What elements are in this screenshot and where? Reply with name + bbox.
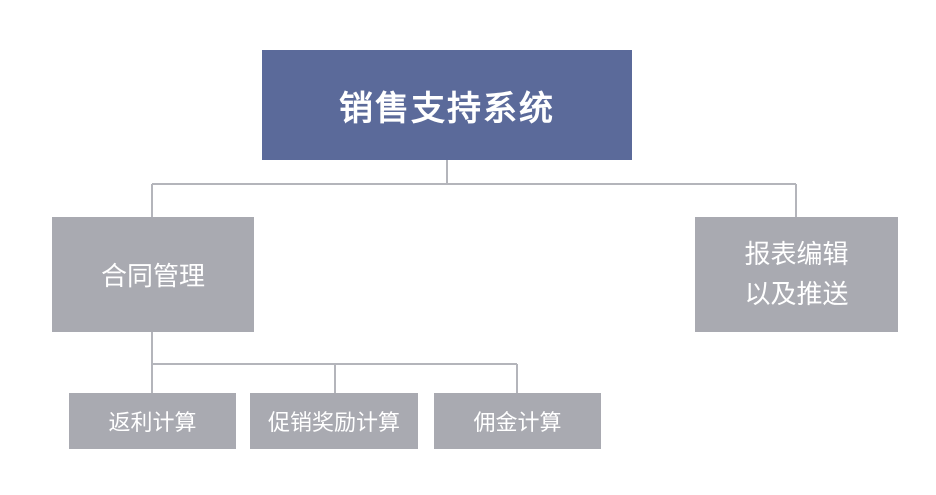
root-node: 销售支持系统 bbox=[262, 50, 632, 160]
report-editing-line2: 以及推送 bbox=[744, 279, 849, 310]
promotion-reward-calculation-label: 促销奖励计算 bbox=[267, 411, 400, 436]
commission-calculation-label: 佣金计算 bbox=[473, 411, 562, 436]
root-title: 销售支持系统 bbox=[339, 88, 555, 129]
contract-management-label: 合同管理 bbox=[100, 262, 205, 292]
report-editing-node: 报表编辑 以及推送 bbox=[695, 217, 898, 332]
contract-management-node: 合同管理 bbox=[52, 217, 254, 332]
commission-calculation-node: 佣金计算 bbox=[434, 393, 601, 449]
report-editing-line1: 报表编辑 bbox=[744, 239, 849, 270]
rebate-calculation-node: 返利计算 bbox=[69, 393, 236, 449]
promotion-reward-calculation-node: 促销奖励计算 bbox=[250, 393, 418, 449]
rebate-calculation-label: 返利计算 bbox=[108, 411, 197, 436]
